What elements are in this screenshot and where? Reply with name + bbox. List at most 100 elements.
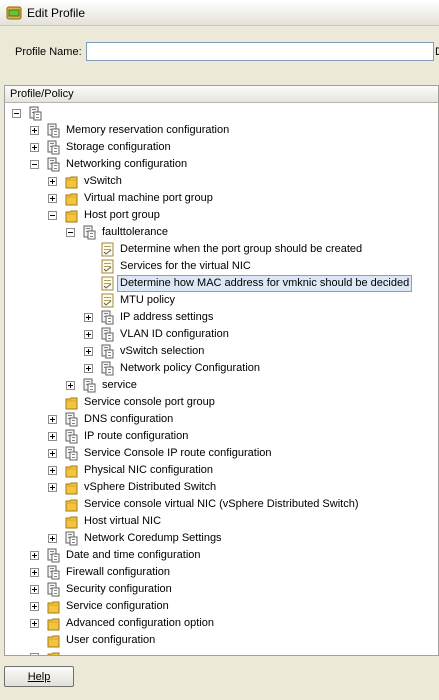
expand-icon[interactable] (48, 432, 57, 441)
tree-item-label[interactable]: IP route configuration (84, 430, 189, 442)
tree-row[interactable]: Service configuration (5, 598, 438, 615)
expand-icon[interactable] (66, 381, 75, 390)
tree-item-label[interactable]: Service console virtual NIC (vSphere Dis… (84, 498, 359, 510)
tree-row[interactable] (5, 649, 438, 655)
tree-row[interactable]: Network Coredump Settings (5, 530, 438, 547)
tree-row[interactable] (5, 105, 438, 122)
tree-item-label[interactable]: MTU policy (120, 294, 176, 306)
expand-icon[interactable] (84, 330, 93, 339)
tree-item-label[interactable]: IP address settings (120, 311, 214, 323)
profile-name-input[interactable] (86, 42, 434, 61)
collapse-icon[interactable] (12, 109, 21, 118)
tree-row[interactable]: Virtual machine port group (5, 190, 438, 207)
expand-icon[interactable] (30, 653, 39, 655)
folder-icon (65, 397, 78, 410)
collapse-icon[interactable] (48, 211, 57, 220)
collapse-icon[interactable] (30, 160, 39, 169)
expand-icon[interactable] (48, 483, 57, 492)
expand-icon[interactable] (30, 143, 39, 152)
tree-row[interactable]: Determine when the port group should be … (5, 241, 438, 258)
tree-row[interactable]: Advanced configuration option (5, 615, 438, 632)
tree-item-label[interactable]: Security configuration (66, 583, 172, 595)
expand-icon[interactable] (30, 126, 39, 135)
tree-row[interactable]: IP address settings (5, 309, 438, 326)
tree-item-label[interactable]: Firewall configuration (66, 566, 170, 578)
help-button[interactable]: Help (4, 666, 74, 687)
tree-row[interactable]: Memory reservation configuration (5, 122, 438, 139)
tree-item-label[interactable]: Services for the virtual NIC (120, 260, 251, 272)
expand-icon[interactable] (48, 177, 57, 186)
tree-item-label[interactable]: Network policy Configuration (120, 362, 261, 374)
tree-item-label[interactable]: Service Console IP route configuration (84, 447, 272, 459)
tree-row[interactable]: vSwitch selection (5, 343, 438, 360)
tree-row[interactable]: Security configuration (5, 581, 438, 598)
expand-icon[interactable] (48, 449, 57, 458)
tree-item-label[interactable]: Virtual machine port group (84, 192, 213, 204)
profile-policy-tree[interactable]: Profile/Policy Memory reservation config… (4, 85, 439, 656)
expand-icon[interactable] (30, 585, 39, 594)
profile-icon (83, 225, 96, 240)
expand-icon[interactable] (84, 364, 93, 373)
tree-row[interactable]: Host port group (5, 207, 438, 224)
tree-row[interactable]: Storage configuration (5, 139, 438, 156)
profile-icon (47, 582, 60, 597)
expand-icon[interactable] (48, 466, 57, 475)
tree-item-label[interactable]: Service console port group (84, 396, 215, 408)
tree-row[interactable]: faulttolerance (5, 224, 438, 241)
tree-row[interactable]: Network policy Configuration (5, 360, 438, 377)
tree-item-label[interactable]: Date and time configuration (66, 549, 201, 561)
tree-row[interactable]: Physical NIC configuration (5, 462, 438, 479)
tree-row[interactable]: Host virtual NIC (5, 513, 438, 530)
expand-icon[interactable] (30, 551, 39, 560)
tree-item-label[interactable]: Service configuration (66, 600, 169, 612)
tree-row[interactable]: DNS configuration (5, 411, 438, 428)
tree-item-label[interactable]: Determine how MAC address for vmknic sho… (116, 275, 413, 292)
tree-row[interactable]: vSwitch (5, 173, 438, 190)
tree-column-header[interactable]: Profile/Policy (5, 86, 438, 103)
folder-icon (65, 193, 78, 206)
tree-row[interactable]: Date and time configuration (5, 547, 438, 564)
tree-item-label[interactable]: Networking configuration (66, 158, 188, 170)
tree-row[interactable]: service (5, 377, 438, 394)
tree-row[interactable]: Determine how MAC address for vmknic sho… (5, 275, 438, 292)
tree-row[interactable]: VLAN ID configuration (5, 326, 438, 343)
tree-row[interactable]: vSphere Distributed Switch (5, 479, 438, 496)
tree-row[interactable]: Service Console IP route configuration (5, 445, 438, 462)
expand-icon[interactable] (30, 619, 39, 628)
tree-row[interactable]: User configuration (5, 632, 438, 649)
tree-item-label[interactable]: service (102, 379, 137, 391)
tree-item-label[interactable] (64, 650, 68, 655)
tree-item-label[interactable]: Host port group (84, 209, 160, 221)
profile-icon (65, 531, 78, 546)
tree-item-label[interactable] (46, 106, 50, 121)
expand-icon[interactable] (30, 568, 39, 577)
tree-row[interactable]: MTU policy (5, 292, 438, 309)
expand-icon[interactable] (84, 313, 93, 322)
tree-item-label[interactable]: Memory reservation configuration (66, 124, 230, 136)
expand-icon[interactable] (48, 534, 57, 543)
expand-icon[interactable] (48, 415, 57, 424)
tree-item-label[interactable]: vSphere Distributed Switch (84, 481, 217, 493)
collapse-icon[interactable] (66, 228, 75, 237)
tree-item-label[interactable]: Host virtual NIC (84, 515, 162, 527)
tree-item-label[interactable]: Storage configuration (66, 141, 171, 153)
expand-icon[interactable] (48, 194, 57, 203)
tree-item-label[interactable]: Determine when the port group should be … (120, 243, 363, 255)
tree-item-label[interactable]: VLAN ID configuration (120, 328, 229, 340)
tree-item-label[interactable]: Advanced configuration option (66, 617, 214, 629)
expand-icon[interactable] (30, 602, 39, 611)
expand-icon[interactable] (84, 347, 93, 356)
tree-item-label[interactable]: vSwitch (84, 175, 122, 187)
tree-row[interactable]: IP route configuration (5, 428, 438, 445)
tree-item-label[interactable]: User configuration (66, 634, 156, 646)
tree-item-label[interactable]: Physical NIC configuration (84, 464, 214, 476)
tree-row[interactable]: Networking configuration (5, 156, 438, 173)
tree-row[interactable]: Service console virtual NIC (vSphere Dis… (5, 496, 438, 513)
tree-row[interactable]: Services for the virtual NIC (5, 258, 438, 275)
tree-row[interactable]: Service console port group (5, 394, 438, 411)
tree-row[interactable]: Firewall configuration (5, 564, 438, 581)
tree-item-label[interactable]: vSwitch selection (120, 345, 205, 357)
tree-item-label[interactable]: DNS configuration (84, 413, 174, 425)
tree-item-label[interactable]: Network Coredump Settings (84, 532, 222, 544)
tree-item-label[interactable]: faulttolerance (102, 226, 169, 238)
